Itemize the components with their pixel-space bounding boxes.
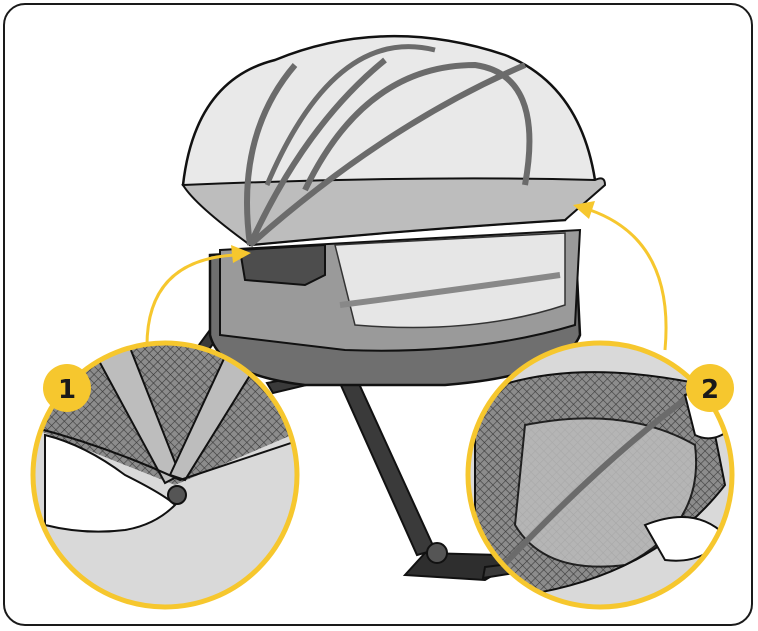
arrow-1 (145, 245, 251, 351)
badge-2-number: 2 (701, 375, 719, 405)
detail-circle-1 (30, 340, 300, 610)
canopy-dome (181, 35, 607, 248)
badge-1: 1 (43, 364, 91, 412)
illustration-frame: 1 2 (3, 3, 753, 626)
badge-2: 2 (686, 364, 734, 412)
badge-1-number: 1 (58, 375, 76, 405)
bassinet-canopy-illustration: 1 2 (30, 35, 735, 610)
arrow-2 (573, 201, 668, 351)
bassinet-body (208, 228, 582, 387)
